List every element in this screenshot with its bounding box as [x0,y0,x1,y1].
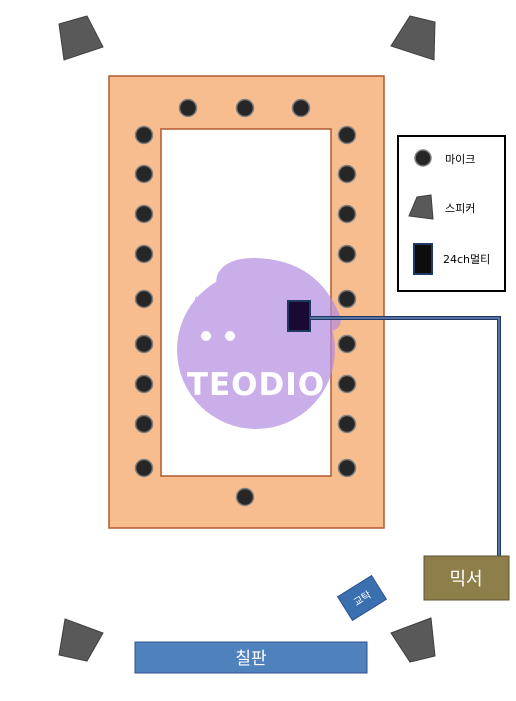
microphone-icon [337,458,357,478]
microphone-icon [134,244,154,264]
multibox-icon [413,243,433,275]
speaker-icon [408,194,434,220]
watermark-text: TEODIO [187,367,325,403]
microphone-icon [337,289,357,309]
blackboard [134,641,368,674]
legend-label-speaker: 스피커 [445,202,475,215]
multibox-icon [287,300,311,332]
speaker-icon [58,15,104,61]
microphone-icon [337,164,357,184]
microphone-icon [337,244,357,264]
microphone-icon [235,487,255,507]
podium: 교탁 [336,574,388,622]
microphone-icon [337,374,357,394]
microphone-icon [337,204,357,224]
microphone-icon [337,125,357,145]
microphone-icon [337,334,357,354]
legend-label-multibox: 24ch멀티 [443,253,490,266]
blackboard-label: 칠판 [235,649,267,669]
microphone-icon [178,98,198,118]
microphone-group [134,98,357,507]
microphone-icon [134,334,154,354]
microphone-icon [134,414,154,434]
legend-label-mic: 마이크 [445,153,475,166]
cable-line-highlight [310,317,500,556]
podium-box [336,574,388,622]
microphone-icon [134,458,154,478]
microphone-icon [134,289,154,309]
microphone-icon [134,125,154,145]
microphone-icon [134,204,154,224]
speaker-icon [58,618,104,662]
mixer-box [423,555,510,601]
microphone-icon [337,414,357,434]
mixer-label: 믹서 [449,569,482,590]
speaker-icon [390,15,436,61]
microphone-icon [291,98,311,118]
microphone-icon [134,374,154,394]
microphone-icon [414,149,432,167]
speaker-icon [390,617,436,663]
legend: 마이크 스피커 24ch멀티 [397,135,506,292]
microphone-icon [134,164,154,184]
microphone-icon [235,98,255,118]
